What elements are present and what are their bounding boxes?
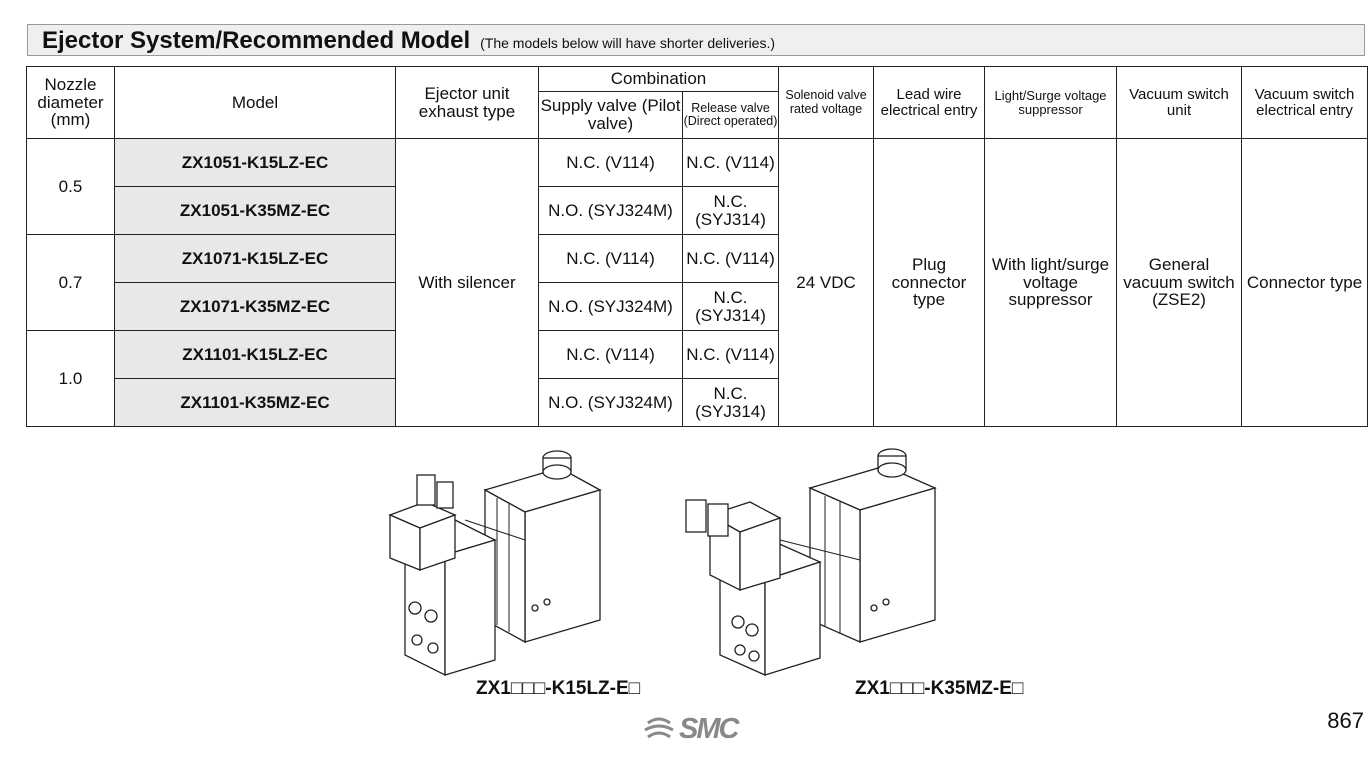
header-supply: Supply valve (Pilot valve) [538, 91, 683, 139]
model-cell: ZX1101-K15LZ-EC [114, 330, 396, 379]
surge-cell: With light/surge voltage suppressor [984, 138, 1118, 427]
section-title: Ejector System/Recommended Model [42, 27, 471, 54]
supply-cell: N.C. (V114) [538, 138, 683, 187]
nozzle-cell: 1.0 [26, 330, 115, 427]
page-number: 867 [1327, 708, 1364, 733]
header-release: Release valve (Direct operated) [681, 91, 780, 139]
model-cell: ZX1101-K35MZ-EC [114, 378, 396, 427]
section-title-bar: Ejector System/Recommended Model (The mo… [27, 24, 1365, 56]
release-cell: N.C. (V114) [681, 138, 780, 187]
header-model: Model [114, 66, 396, 139]
header-switch-entry: Vacuum switch electrical entry [1241, 66, 1369, 139]
smc-logo-icon [644, 717, 674, 738]
header-voltage: Solenoid valve rated voltage [778, 66, 875, 139]
nozzle-cell: 0.5 [26, 138, 115, 235]
ejector-k35mz-illustration [685, 448, 937, 677]
supply-cell: N.C. (V114) [538, 234, 683, 283]
model-cell: ZX1071-K35MZ-EC [114, 282, 396, 331]
release-cell: N.C. (V114) [681, 330, 780, 379]
header-nozzle: Nozzle diameter (mm) [26, 66, 115, 139]
model-cell: ZX1051-K15LZ-EC [114, 138, 396, 187]
header-switch-unit: Vacuum switch unit [1116, 66, 1243, 139]
switch-entry-cell: Connector type [1241, 138, 1369, 427]
smc-logo: SMC [642, 713, 739, 746]
release-cell: N.C. (SYJ314) [681, 378, 780, 427]
figure-caption-k35mz: ZX1□□□-K35MZ-E□ [855, 678, 1024, 699]
release-cell: N.C. (SYJ314) [681, 186, 780, 235]
header-lead: Lead wire electrical entry [873, 66, 986, 139]
model-cell: ZX1071-K15LZ-EC [114, 234, 396, 283]
header-exhaust: Ejector unit exhaust type [395, 66, 539, 139]
section-subtitle: (The models below will have shorter deli… [480, 35, 776, 51]
ejector-k15lz-illustration [388, 450, 602, 677]
smc-logo-text: SMC [679, 713, 739, 745]
exhaust-cell: With silencer [395, 138, 539, 427]
voltage-cell: 24 VDC [778, 138, 875, 427]
lead-cell: Plug connector type [873, 138, 986, 427]
header-surge: Light/Surge voltage suppressor [984, 66, 1118, 139]
figure-caption-k15lz: ZX1□□□-K15LZ-E□ [476, 678, 641, 699]
nozzle-cell: 0.7 [26, 234, 115, 331]
recommended-model-table: Nozzle diameter (mm) Model Ejector unit … [26, 66, 1369, 427]
model-cell: ZX1051-K35MZ-EC [114, 186, 396, 235]
release-cell: N.C. (SYJ314) [681, 282, 780, 331]
supply-cell: N.O. (SYJ324M) [538, 282, 683, 331]
supply-cell: N.C. (V114) [538, 330, 683, 379]
supply-cell: N.O. (SYJ324M) [538, 378, 683, 427]
supply-cell: N.O. (SYJ324M) [538, 186, 683, 235]
switch-unit-cell: General vacuum switch (ZSE2) [1116, 138, 1243, 427]
release-cell: N.C. (V114) [681, 234, 780, 283]
header-combination: Combination [537, 66, 780, 92]
